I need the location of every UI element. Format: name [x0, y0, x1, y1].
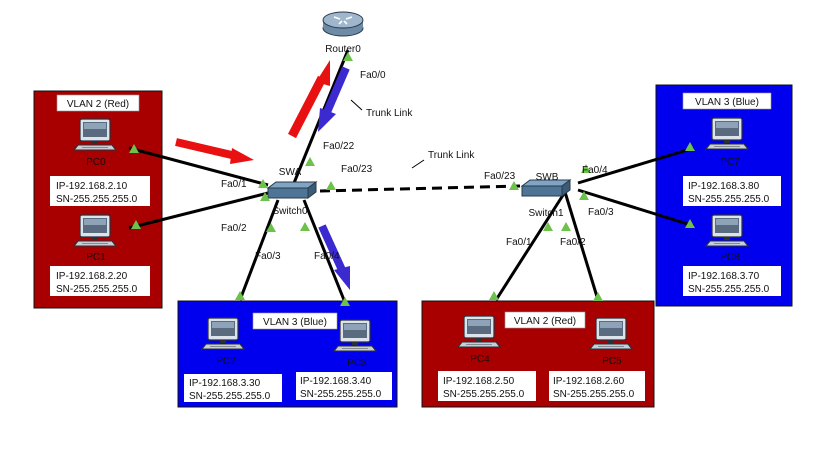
cable-pc2-swa: [238, 199, 280, 301]
arrow-red-right: [175, 138, 254, 164]
arrow-blue-down-router: [318, 66, 350, 132]
pc4-icon[interactable]: [457, 315, 501, 348]
switch-swa-name: Switch0: [272, 206, 307, 217]
pc1-info-box: [50, 266, 150, 296]
port-swa-fa023: Fa0/23: [341, 164, 373, 175]
port-swa-fa01: Fa0/1: [221, 179, 247, 190]
cable-pc0-swa: [128, 146, 269, 187]
pc7-name: PC7: [720, 157, 740, 168]
cable-pc7-swb: [577, 146, 695, 185]
pc3-icon[interactable]: [333, 319, 377, 352]
vlan-title-left: VLAN 2 (Red): [67, 99, 129, 110]
pc4-name: PC4: [470, 354, 490, 365]
pc7-sn: SN-255.255.255.0: [688, 194, 770, 205]
pc1-sn: SN-255.255.255.0: [56, 284, 138, 295]
pc8-name: PC8: [720, 252, 740, 263]
pc4-ip: IP-192.168.2.50: [443, 376, 515, 387]
cable-pc4-swb: [494, 191, 567, 301]
port-swb-fa03: Fa0/3: [588, 207, 614, 218]
pc2-ip: IP-192.168.3.30: [189, 378, 261, 389]
pc5-name: PC5: [602, 356, 622, 367]
trunk-link-pointer-1: [350, 99, 363, 111]
cable-pc5-swb: [563, 191, 600, 301]
pc7-icon[interactable]: [705, 117, 749, 150]
port-swb-fa02: Fa0/2: [560, 237, 586, 248]
arrow-blue-down-pc3: [318, 224, 350, 290]
pc8-info-box: [683, 266, 781, 296]
port-swa-fa03: Fa0/3: [255, 251, 281, 262]
pc7-info-box: [683, 176, 781, 206]
port-swb-fa01: Fa0/1: [506, 237, 532, 248]
pc5-info-box: [549, 371, 645, 401]
pc2-info-box: [184, 374, 282, 402]
cable-pc3-swa: [302, 199, 348, 306]
pc0-icon[interactable]: [73, 118, 117, 151]
port-swa-fa04: Fa0/4: [314, 251, 340, 262]
cable-trunk-swa-swb: [319, 184, 521, 193]
trunk-link-label-2: Trunk Link: [428, 150, 475, 161]
switch-swa-label: SWA: [279, 167, 302, 178]
port-indicators: [129, 52, 695, 306]
switch-swb-name: Switch1: [528, 208, 563, 219]
pc7-ip: IP-192.168.3.80: [688, 181, 760, 192]
vlan-title-box-bottom-right: [504, 311, 586, 329]
pc1-icon[interactable]: [73, 214, 117, 247]
pc4-info-box: [438, 371, 536, 401]
port-swb-fa023: Fa0/23: [484, 171, 516, 182]
router-icon[interactable]: [322, 11, 364, 37]
pc8-icon[interactable]: [705, 214, 749, 247]
arrow-red-up: [288, 60, 330, 139]
pc1-name: PC1: [86, 252, 106, 263]
trunk-link-label-1: Trunk Link: [366, 108, 413, 119]
pc2-icon[interactable]: [201, 317, 245, 350]
vlan-title-box-left: [56, 94, 140, 112]
trunk-link-pointer-2: [411, 159, 425, 169]
cables: [128, 49, 695, 306]
vlan-title-right: VLAN 3 (Blue): [695, 97, 759, 108]
vlan-title-box-right: [682, 92, 772, 110]
port-router-fa00: Fa0/0: [360, 70, 386, 81]
pc0-info-box: [50, 176, 150, 206]
switch-swb-label: SWB: [536, 172, 559, 183]
vlan-title-bottom-left: VLAN 3 (Blue): [263, 317, 327, 328]
pc5-sn: SN-255.255.255.0: [553, 389, 635, 400]
vlan-title-box-bottom-left: [252, 312, 338, 330]
cable-pc1-swa: [128, 191, 269, 230]
pc1-ip: IP-192.168.2.20: [56, 271, 128, 282]
vlan-title-bottom-right: VLAN 2 (Red): [514, 316, 576, 327]
router-name: Router0: [325, 44, 361, 55]
pc0-ip: IP-192.168.2.10: [56, 181, 128, 192]
pc2-name: PC2: [216, 356, 236, 367]
pc3-info-box: [296, 372, 392, 400]
pc8-sn: SN-255.255.255.0: [688, 284, 770, 295]
pc5-icon[interactable]: [589, 317, 633, 350]
port-swa-fa02: Fa0/2: [221, 223, 247, 234]
pc3-name: PC3: [347, 358, 367, 369]
cable-pc8-swb: [577, 188, 695, 228]
pc8-ip: IP-192.168.3.70: [688, 271, 760, 282]
pc5-ip: IP-192.168.2.60: [553, 376, 625, 387]
pc3-sn: SN-255.255.255.0: [300, 389, 382, 400]
pc0-sn: SN-255.255.255.0: [56, 194, 138, 205]
pc2-sn: SN-255.255.255.0: [189, 391, 271, 402]
switch-swa-icon[interactable]: [266, 181, 318, 199]
port-swb-fa04: Fa0/4: [582, 165, 608, 176]
pc4-sn: SN-255.255.255.0: [443, 389, 525, 400]
switch-swb-icon[interactable]: [520, 179, 572, 197]
pc0-name: PC0: [86, 157, 106, 168]
port-swa-fa022: Fa0/22: [323, 141, 355, 152]
pc3-ip: IP-192.168.3.40: [300, 376, 372, 387]
